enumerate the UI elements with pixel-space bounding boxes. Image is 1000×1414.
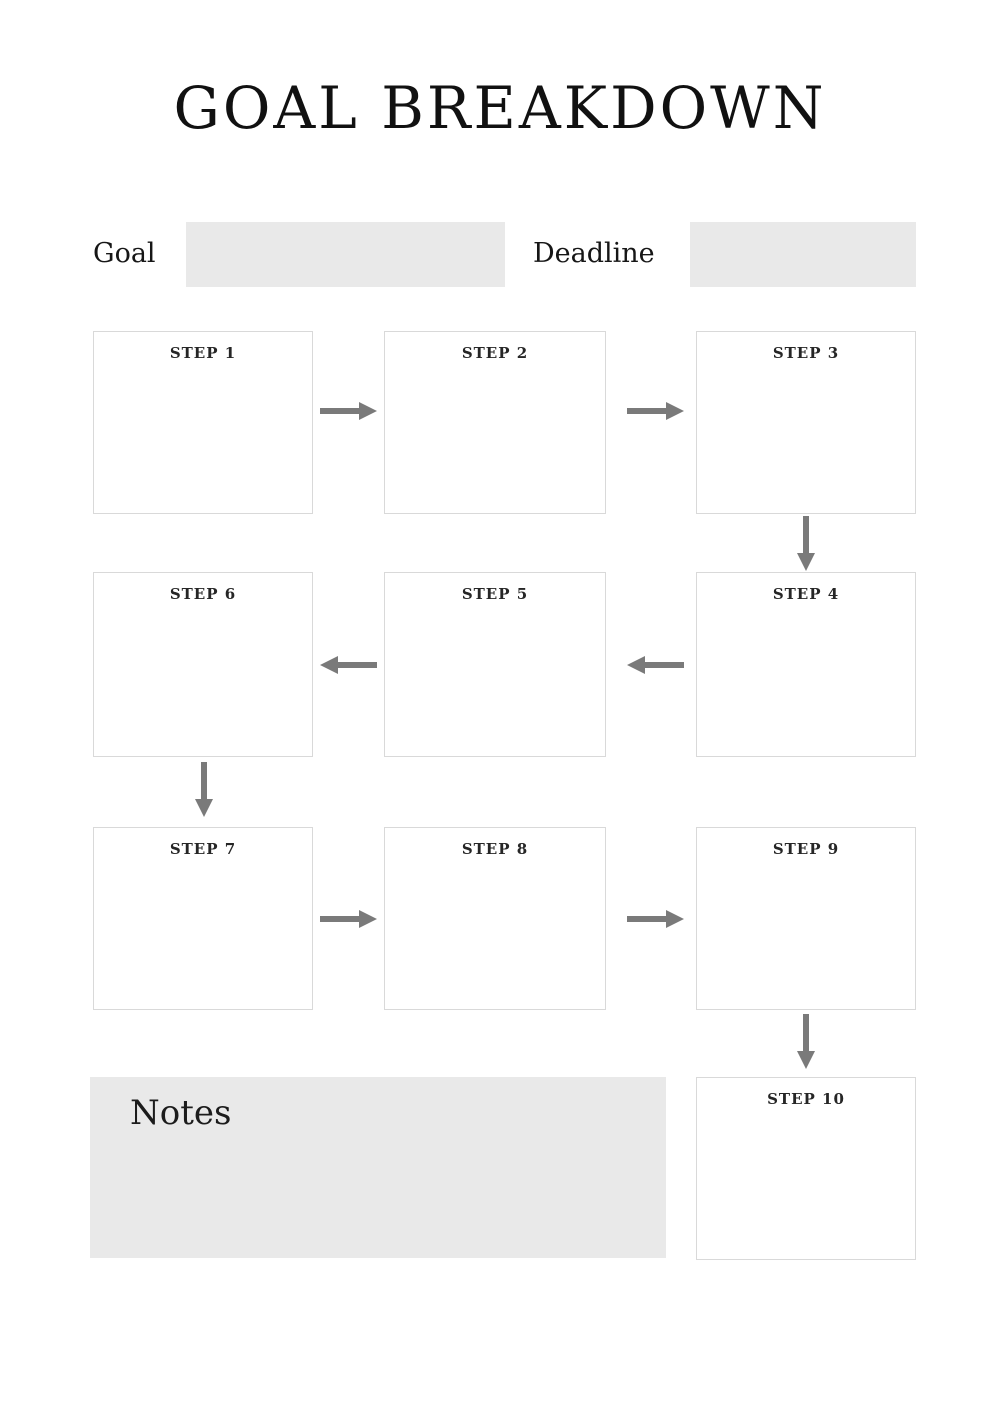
arrow-down-icon xyxy=(797,1014,815,1069)
step-box-7[interactable]: STEP 7 xyxy=(93,827,313,1010)
notes-box[interactable]: Notes xyxy=(90,1077,666,1258)
step-box-2[interactable]: STEP 2 xyxy=(384,331,606,514)
step-write-area-10[interactable] xyxy=(697,1118,915,1259)
arrow-right-icon xyxy=(320,910,377,928)
step-box-4[interactable]: STEP 4 xyxy=(696,572,916,757)
notes-write-area[interactable] xyxy=(90,1143,666,1258)
arrow-left-icon xyxy=(627,656,684,674)
arrow-right-icon xyxy=(627,402,684,420)
step-box-6[interactable]: STEP 6 xyxy=(93,572,313,757)
step-write-area-7[interactable] xyxy=(94,868,312,1009)
step-label-3: STEP 3 xyxy=(772,344,840,362)
step-write-area-5[interactable] xyxy=(385,613,605,756)
arrow-down-icon xyxy=(195,762,213,817)
step-write-area-1[interactable] xyxy=(94,372,312,513)
step-box-9[interactable]: STEP 9 xyxy=(696,827,916,1010)
step-label-5: STEP 5 xyxy=(461,585,529,603)
goal-label: Goal xyxy=(93,238,156,269)
step-box-10[interactable]: STEP 10 xyxy=(696,1077,916,1260)
step-box-5[interactable]: STEP 5 xyxy=(384,572,606,757)
page-title: GOAL BREAKDOWN xyxy=(173,74,827,142)
step-write-area-4[interactable] xyxy=(697,613,915,756)
arrow-down-icon xyxy=(797,516,815,571)
step-label-2: STEP 2 xyxy=(461,344,529,362)
step-write-area-8[interactable] xyxy=(385,868,605,1009)
step-box-8[interactable]: STEP 8 xyxy=(384,827,606,1010)
step-write-area-9[interactable] xyxy=(697,868,915,1009)
deadline-input[interactable] xyxy=(690,222,916,287)
notes-title: Notes xyxy=(130,1093,232,1133)
step-write-area-2[interactable] xyxy=(385,372,605,513)
step-label-7: STEP 7 xyxy=(169,840,237,858)
arrow-right-icon xyxy=(320,402,377,420)
step-label-4: STEP 4 xyxy=(772,585,840,603)
step-label-9: STEP 9 xyxy=(772,840,840,858)
step-label-10: STEP 10 xyxy=(767,1090,845,1108)
goal-input[interactable] xyxy=(186,222,505,287)
arrow-right-icon xyxy=(627,910,684,928)
arrow-left-icon xyxy=(320,656,377,674)
step-write-area-3[interactable] xyxy=(697,372,915,513)
step-label-8: STEP 8 xyxy=(461,840,529,858)
step-label-6: STEP 6 xyxy=(169,585,237,603)
step-label-1: STEP 1 xyxy=(169,344,237,362)
deadline-label: Deadline xyxy=(533,238,655,269)
step-write-area-6[interactable] xyxy=(94,613,312,756)
step-box-3[interactable]: STEP 3 xyxy=(696,331,916,514)
step-box-1[interactable]: STEP 1 xyxy=(93,331,313,514)
